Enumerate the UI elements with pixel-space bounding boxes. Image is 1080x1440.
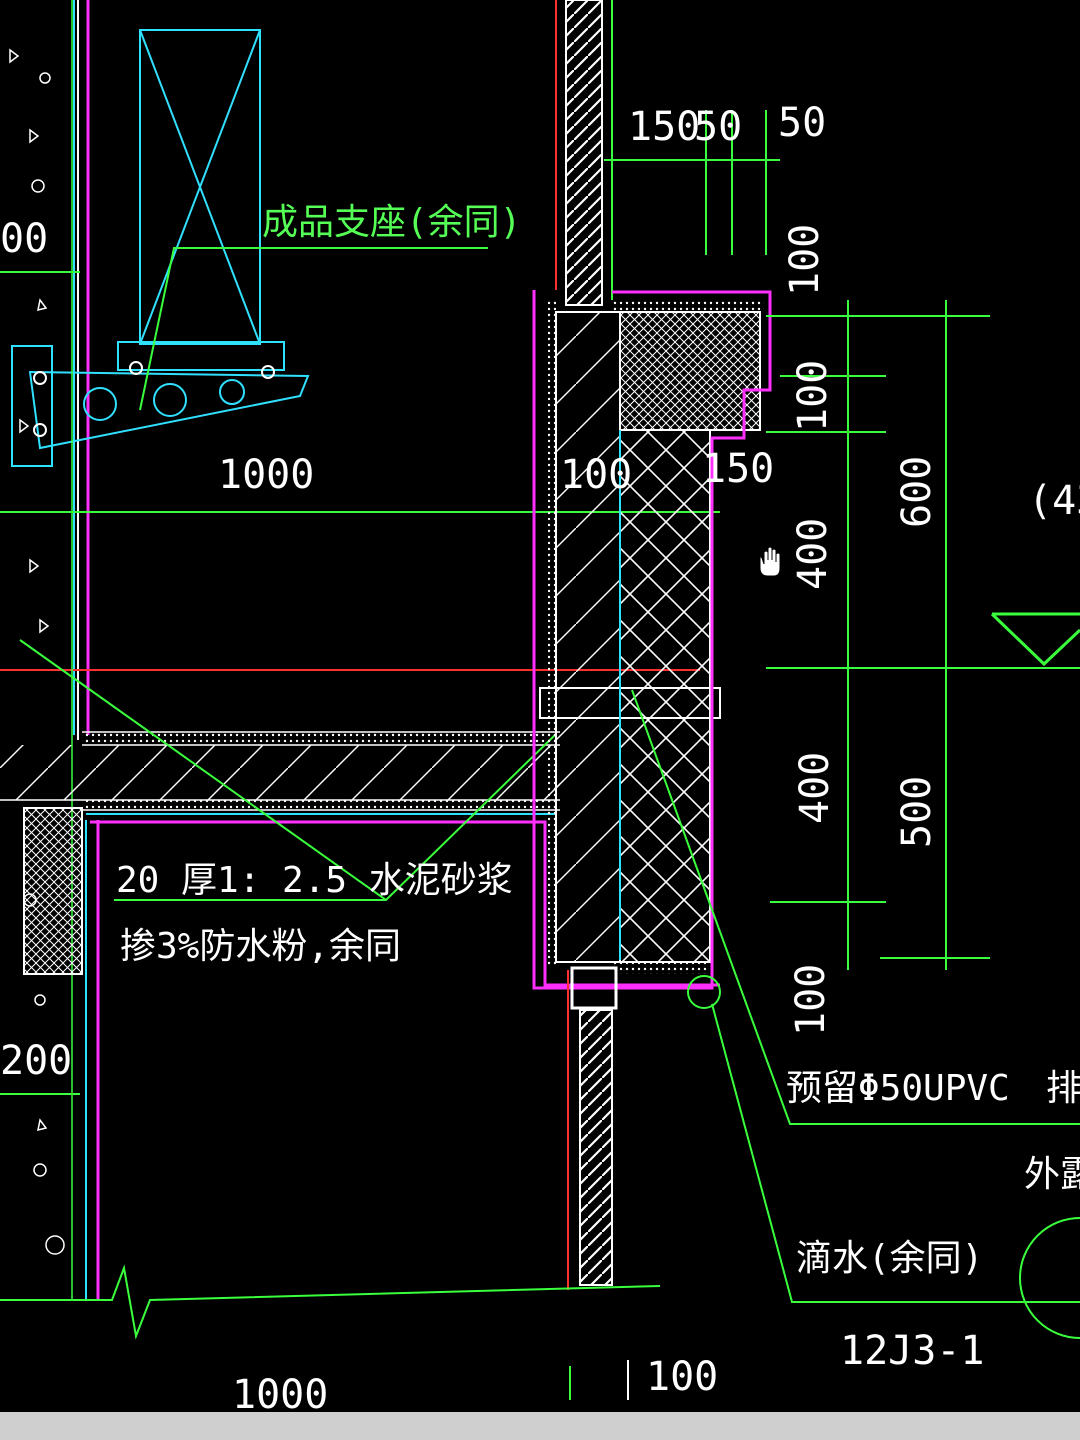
- dim-side-600: 600: [894, 456, 940, 528]
- upper-wall-rebar: [565, 0, 603, 306]
- elevation-marker-icon: [990, 612, 1080, 667]
- exposed-label: 外露: [1024, 1154, 1080, 1195]
- dim-parapet-100: 100: [560, 452, 632, 498]
- mortar-note-line2: 掺3%防水粉,余同: [120, 926, 401, 967]
- drain-pipe-label: 预留Φ50UPVC: [786, 1068, 1010, 1109]
- right-dimension-chain: [766, 300, 1080, 970]
- drip-leader: [711, 1003, 1080, 1303]
- lower-window-frame: [570, 966, 618, 1010]
- parapet-wall: [539, 300, 764, 974]
- dim-bottom-100: 100: [646, 1354, 718, 1400]
- drain-leader: [631, 689, 1080, 1125]
- mortar-leader-2: [19, 639, 387, 901]
- axis-label: (43.: [1028, 478, 1080, 524]
- mortar-note-line1: 20 厚1: 2.5 水泥砂浆: [116, 860, 513, 901]
- dim-side-100-bottom: 100: [788, 964, 834, 1036]
- bottom-break-line: [0, 1264, 661, 1340]
- bracket-bolts: [33, 361, 275, 437]
- dim-top-150: 150: [628, 104, 700, 150]
- monitor-bezel: [0, 1412, 1080, 1440]
- reference-code: 12J3-1: [840, 1328, 985, 1374]
- support-leader: [139, 247, 488, 411]
- dim-side-400-a: 400: [790, 518, 836, 590]
- drip-marker: [687, 975, 721, 1009]
- slab-magenta-outline: [90, 820, 720, 987]
- dim-support-width: 1000: [218, 452, 314, 498]
- dim-parapet-150: 150: [702, 446, 774, 492]
- hand-cursor-icon: [759, 546, 781, 577]
- floor-slab: [0, 731, 560, 811]
- support-label: 成品支座(余同): [262, 202, 521, 243]
- dim-side-500: 500: [894, 776, 940, 848]
- dim-side-400-b: 400: [792, 752, 838, 824]
- drain-suffix-label: 排: [1046, 1068, 1080, 1109]
- parapet-magenta-outline: [532, 290, 772, 990]
- dim-top-50a: 50: [694, 104, 742, 150]
- lower-wall-rebar: [579, 1009, 613, 1286]
- dim-side-100-mid: 100: [790, 360, 836, 432]
- ac-unit-outline: [139, 29, 261, 345]
- dim-left-200: 200: [0, 1038, 72, 1084]
- top-dimension-chain: [604, 110, 780, 255]
- dim-top-50b: 50: [778, 100, 826, 146]
- drip-label: 滴水(余同): [796, 1238, 983, 1279]
- detail-circle: [1019, 1217, 1080, 1339]
- left-insulation-block: [23, 807, 83, 975]
- dim-left-00: 00: [0, 216, 48, 262]
- support-bracket: [11, 341, 310, 467]
- dim-bottom-left: 1000: [232, 1372, 328, 1418]
- dim-side-100-top: 100: [782, 224, 828, 296]
